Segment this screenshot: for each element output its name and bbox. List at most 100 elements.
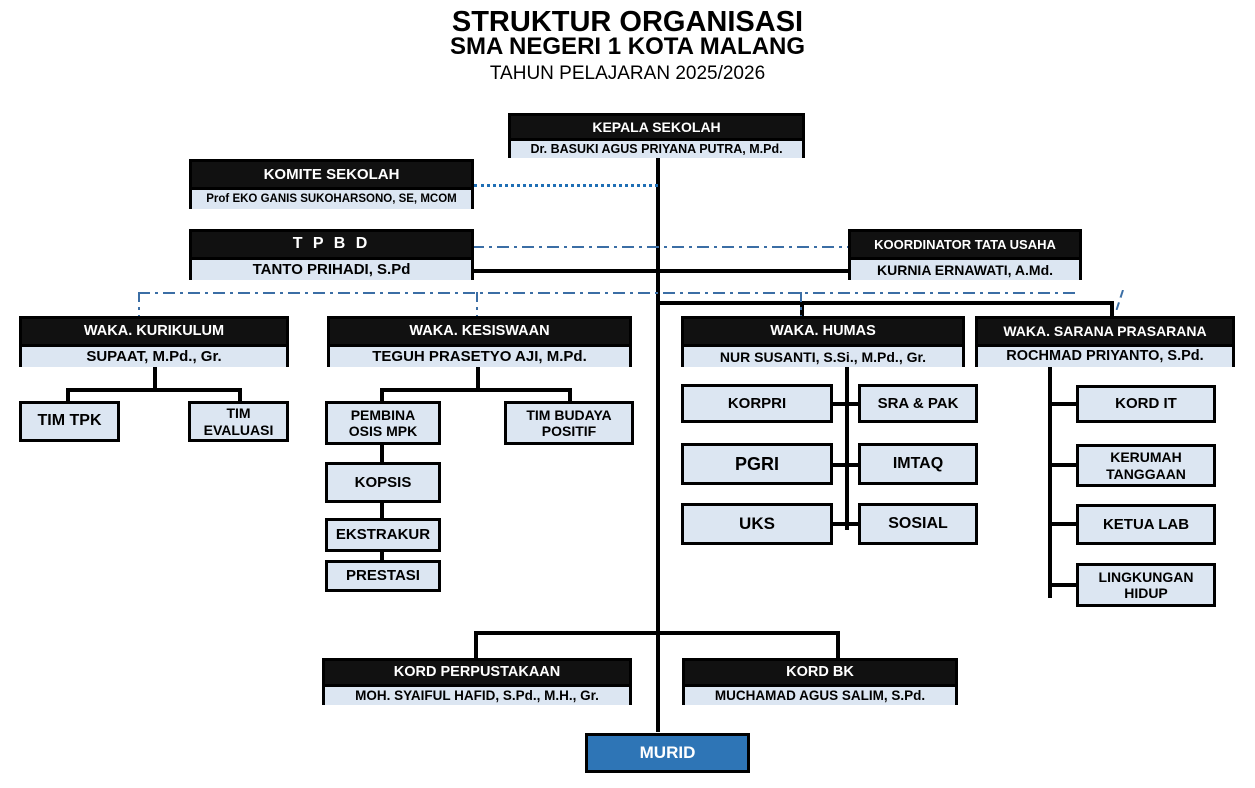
node-kord-bk-name: MUCHAMAD AGUS SALIM, S.Pd. — [685, 684, 955, 705]
connector-waka-drop-sarana — [1114, 289, 1124, 316]
node-koordinator-tata-usaha[interactable]: KOORDINATOR TATA USAHA KURNIA ERNAWATI, … — [848, 229, 1082, 280]
connector-kesiswaan-to-budaya — [568, 388, 572, 401]
leaf-uks-label: UKS — [739, 514, 775, 534]
connector-bottom-to-bk — [836, 631, 840, 658]
connector-humas-spine — [845, 364, 849, 530]
leaf-tim-tpk[interactable]: TIM TPK — [19, 401, 120, 442]
leaf-korpri[interactable]: KORPRI — [681, 384, 833, 423]
connector-komite-dotted — [474, 184, 658, 187]
node-kepala-sekolah-title: KEPALA SEKOLAH — [511, 116, 802, 138]
leaf-pembina-osis-mpk[interactable]: PEMBINA OSIS MPK — [325, 401, 441, 445]
connector-sarana-rung-3 — [1048, 522, 1086, 526]
node-waka-humas-name: NUR SUSANTI, S.Si., M.Pd., Gr. — [684, 344, 962, 367]
node-waka-sarana-prasarana-title: WAKA. SARANA PRASARANA — [978, 319, 1232, 344]
leaf-uks[interactable]: UKS — [681, 503, 833, 545]
leaf-sosial-label: SOSIAL — [888, 514, 948, 532]
leaf-imtaq[interactable]: IMTAQ — [858, 443, 978, 485]
connector-sarana-rail — [1048, 364, 1052, 598]
connector-bottom-beam — [474, 631, 840, 635]
node-kepala-sekolah[interactable]: KEPALA SEKOLAH Dr. BASUKI AGUS PRIYANA P… — [508, 113, 805, 158]
node-waka-kesiswaan-title: WAKA. KESISWAAN — [330, 319, 629, 344]
node-kepala-sekolah-name: Dr. BASUKI AGUS PRIYANA PUTRA, M.Pd. — [511, 138, 802, 158]
connector-kurikulum-beam — [66, 388, 242, 392]
leaf-tim-budaya-positif[interactable]: TIM BUDAYA POSITIF — [504, 401, 634, 445]
leaf-ekstrakur[interactable]: EKSTRAKUR — [325, 518, 441, 552]
leaf-pgri[interactable]: PGRI — [681, 443, 833, 485]
node-komite-sekolah-name: Prof EKO GANIS SUKOHARSONO, SE, MCOM — [192, 187, 471, 209]
connector-kurikulum-to-timtpk — [66, 388, 70, 401]
leaf-kerumah-tanggaan-label: KERUMAH TANGGAAN — [1106, 449, 1186, 482]
leaf-kopsis-label: KOPSIS — [354, 473, 412, 491]
leaf-lingkungan-hidup[interactable]: LINGKUNGAN HIDUP — [1076, 563, 1216, 607]
leaf-tim-budaya-positif-label: TIM BUDAYA POSITIF — [526, 406, 612, 439]
chart-title-line2: SMA NEGERI 1 KOTA MALANG — [449, 33, 806, 60]
chart-title-line1: STRUKTUR ORGANISASI — [451, 6, 804, 38]
leaf-sra-pak-label: SRA & PAK — [877, 394, 959, 412]
node-komite-sekolah[interactable]: KOMITE SEKOLAH Prof EKO GANIS SUKOHARSON… — [189, 159, 474, 209]
node-waka-sarana-prasarana-name: ROCHMAD PRIYANTO, S.Pd. — [978, 344, 1232, 367]
node-waka-kurikulum-title: WAKA. KURIKULUM — [22, 319, 286, 344]
node-waka-kurikulum-name: SUPAAT, M.Pd., Gr. — [22, 344, 286, 367]
node-koordinator-tata-usaha-name: KURNIA ERNAWATI, A.Md. — [851, 257, 1079, 280]
leaf-kord-it[interactable]: KORD IT — [1076, 385, 1216, 423]
connector-sarana-rung-2 — [1048, 463, 1086, 467]
leaf-pgri-label: PGRI — [734, 453, 779, 474]
leaf-kopsis[interactable]: KOPSIS — [325, 462, 441, 503]
node-kord-perpustakaan-name: MOH. SYAIFUL HAFID, S.Pd., M.H., Gr. — [325, 684, 629, 705]
connector-trunk-main — [656, 158, 660, 732]
node-waka-sarana-prasarana[interactable]: WAKA. SARANA PRASARANA ROCHMAD PRIYANTO,… — [975, 316, 1235, 367]
leaf-prestasi-label: PRESTASI — [346, 567, 420, 585]
node-murid[interactable]: MURID — [585, 733, 750, 773]
connector-waka-humas-stem — [800, 301, 804, 319]
connector-kesiswaan-stem — [476, 364, 480, 390]
node-waka-humas[interactable]: WAKA. HUMAS NUR SUSANTI, S.Si., M.Pd., G… — [681, 316, 965, 367]
node-waka-kesiswaan-name: TEGUH PRASETYO AJI, M.Pd. — [330, 344, 629, 367]
connector-kesiswaan-beam — [380, 388, 570, 392]
connector-waka-drop-humas — [800, 292, 802, 318]
connector-sarana-rung-1 — [1048, 402, 1086, 406]
node-tpbd[interactable]: T P B D TANTO PRIHADI, S.Pd — [189, 229, 474, 280]
leaf-lingkungan-hidup-label: LINGKUNGAN HIDUP — [1098, 568, 1194, 601]
connector-bottom-to-perpustakaan — [474, 631, 478, 658]
connector-tpbd-beam — [472, 269, 854, 273]
leaf-imtaq-label: IMTAQ — [892, 454, 944, 472]
node-waka-humas-title: WAKA. HUMAS — [684, 319, 962, 344]
leaf-ketua-lab[interactable]: KETUA LAB — [1076, 504, 1216, 545]
connector-kurikulum-to-timevaluasi — [238, 388, 242, 401]
node-tpbd-title: T P B D — [192, 232, 471, 257]
leaf-tim-evaluasi-label: TIM EVALUASI — [203, 405, 274, 438]
node-kord-bk[interactable]: KORD BK MUCHAMAD AGUS SALIM, S.Pd. — [682, 658, 958, 705]
node-waka-kurikulum[interactable]: WAKA. KURIKULUM SUPAAT, M.Pd., Gr. — [19, 316, 289, 367]
node-kord-perpustakaan[interactable]: KORD PERPUSTAKAAN MOH. SYAIFUL HAFID, S.… — [322, 658, 632, 705]
connector-pembina-to-kopsis — [380, 444, 384, 462]
connector-kopsis-to-ekstrakur — [380, 503, 384, 519]
node-murid-label: MURID — [639, 743, 696, 763]
node-komite-sekolah-title: KOMITE SEKOLAH — [192, 162, 471, 187]
connector-humas-rung-2 — [822, 463, 890, 467]
leaf-prestasi[interactable]: PRESTASI — [325, 560, 441, 592]
leaf-tim-tpk-label: TIM TPK — [37, 412, 102, 430]
leaf-korpri-label: KORPRI — [727, 394, 787, 412]
node-waka-kesiswaan[interactable]: WAKA. KESISWAAN TEGUH PRASETYO AJI, M.Pd… — [327, 316, 632, 367]
leaf-ekstrakur-label: EKSTRAKUR — [335, 526, 431, 544]
node-kord-bk-title: KORD BK — [685, 661, 955, 684]
leaf-ketua-lab-label: KETUA LAB — [1102, 515, 1190, 533]
connector-tpbd-tatausaha-dashdot — [472, 246, 852, 248]
node-tpbd-name: TANTO PRIHADI, S.Pd — [192, 257, 471, 280]
leaf-tim-evaluasi[interactable]: TIM EVALUASI — [188, 401, 289, 442]
connector-ekstrakur-to-prestasi — [380, 551, 384, 563]
connector-humas-rung-3 — [822, 522, 890, 526]
leaf-kerumah-tanggaan[interactable]: KERUMAH TANGGAAN — [1076, 444, 1216, 487]
connector-sarana-rung-4 — [1048, 583, 1086, 587]
connector-waka-right-beam — [656, 301, 1114, 305]
connector-humas-rung-1 — [822, 402, 890, 406]
leaf-kord-it-label: KORD IT — [1115, 395, 1177, 413]
connector-waka-drop-kesiswaan — [476, 292, 478, 318]
leaf-sosial[interactable]: SOSIAL — [858, 503, 978, 545]
connector-waka-distribution-dashdot — [138, 292, 1075, 294]
leaf-sra-pak[interactable]: SRA & PAK — [858, 384, 978, 423]
node-koordinator-tata-usaha-title: KOORDINATOR TATA USAHA — [851, 232, 1079, 257]
connector-kesiswaan-to-pembina — [380, 388, 384, 401]
leaf-pembina-osis-mpk-label: PEMBINA OSIS MPK — [348, 406, 418, 439]
